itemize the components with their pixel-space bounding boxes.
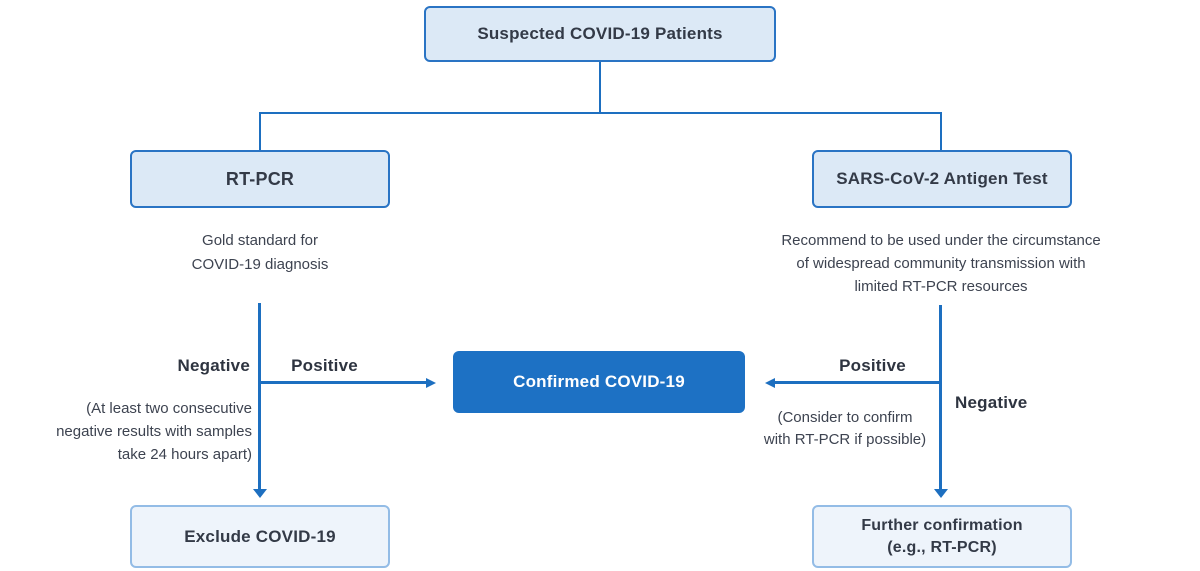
caption-rt-pcr: Gold standard for COVID-19 diagnosis: [140, 229, 380, 277]
node-exclude-covid: Exclude COVID-19: [130, 505, 390, 568]
connector-root-vertical: [599, 62, 601, 113]
note-positive-right: (Consider to confirm with RT-PCR if poss…: [745, 407, 945, 451]
caption-antigen-line: Recommend to be used under the circumsta…: [781, 232, 1101, 249]
label-positive-left: Positive: [291, 356, 358, 375]
label-negative-right: Negative: [955, 393, 1028, 412]
node-suspected-patients: Suspected COVID-19 Patients: [424, 6, 776, 62]
note-negative-left: (At least two consecutive negative resul…: [10, 397, 252, 466]
arrow-down-icon: [253, 489, 267, 498]
connector-right-stub: [940, 112, 942, 150]
arrow-left-vertical-line: [258, 303, 261, 490]
node-confirmed-covid-label: Confirmed COVID-19: [513, 372, 685, 391]
arrow-left-icon: [765, 378, 775, 388]
node-suspected-patients-label: Suspected COVID-19 Patients: [477, 24, 723, 43]
arrow-right-icon: [426, 378, 436, 388]
note-negative-left-line: negative results with samples: [56, 423, 252, 440]
arrow-right-positive-line: [775, 381, 941, 384]
note-positive-right-line: with RT-PCR if possible): [763, 431, 927, 448]
caption-rt-pcr-line: Gold standard for: [202, 232, 318, 249]
node-further-confirmation-line: (e.g., RT-PCR): [887, 538, 997, 556]
caption-antigen-line: limited RT-PCR resources: [854, 278, 1028, 295]
node-further-confirmation: Further confirmation (e.g., RT-PCR): [812, 505, 1072, 568]
note-negative-left-line: take 24 hours apart): [117, 446, 252, 463]
node-rt-pcr: RT-PCR: [130, 150, 390, 208]
node-antigen-test-label: SARS-CoV-2 Antigen Test: [836, 169, 1048, 188]
node-exclude-covid-label: Exclude COVID-19: [184, 526, 336, 546]
caption-antigen: Recommend to be used under the circumsta…: [761, 229, 1121, 298]
arrow-right-vertical-line: [939, 305, 942, 490]
label-negative-left: Negative: [177, 356, 250, 375]
caption-rt-pcr-line: COVID-19 diagnosis: [191, 256, 329, 273]
note-negative-left-line: (At least two consecutive: [86, 400, 252, 417]
node-antigen-test: SARS-CoV-2 Antigen Test: [812, 150, 1072, 208]
note-positive-right-line: (Consider to confirm: [777, 409, 913, 426]
connector-branch-horizontal: [259, 112, 942, 114]
node-further-confirmation-line: Further confirmation: [861, 516, 1023, 534]
arrow-left-positive-line: [260, 381, 426, 384]
connector-left-stub: [259, 112, 261, 150]
node-confirmed-covid: Confirmed COVID-19: [453, 351, 745, 413]
arrow-down-icon: [934, 489, 948, 498]
caption-antigen-line: of widespread community transmission wit…: [796, 255, 1086, 272]
node-rt-pcr-label: RT-PCR: [225, 168, 295, 189]
label-positive-right: Positive: [839, 356, 906, 375]
